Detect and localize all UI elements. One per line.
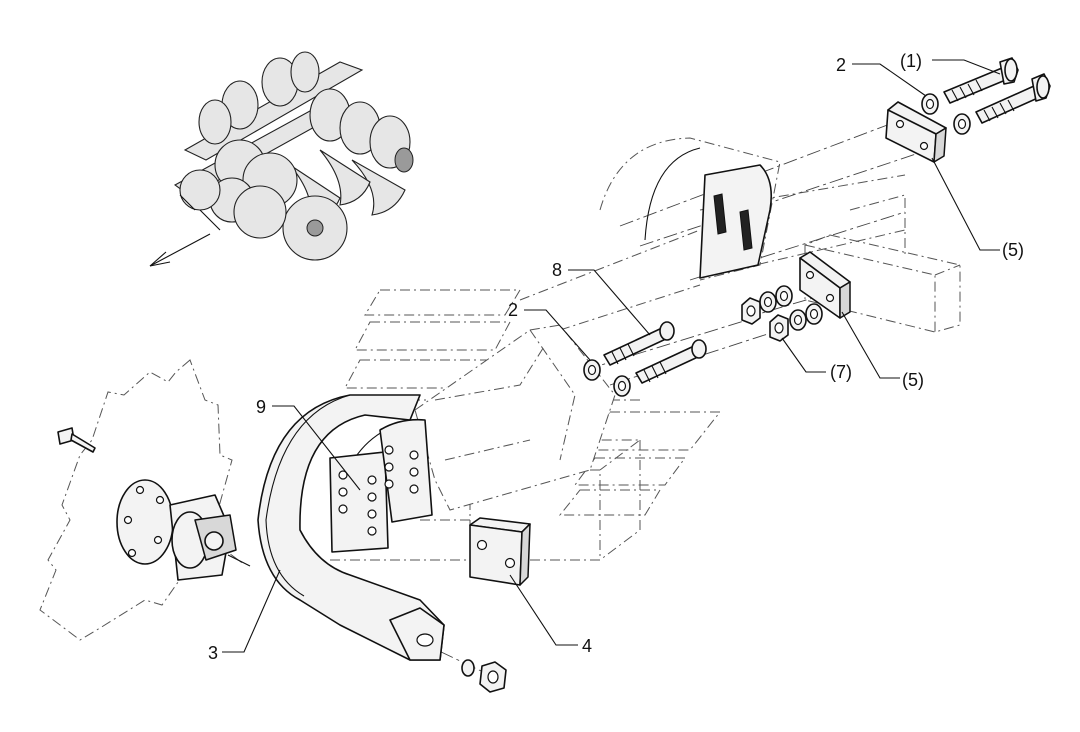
blade-nut-icon (461, 659, 507, 693)
hex-nuts (741, 285, 823, 342)
callout-2-upper: 2 (836, 55, 846, 75)
callout-3: 3 (208, 643, 218, 663)
callout-2-lower: 2 (508, 300, 518, 320)
callout-4: 4 (582, 636, 592, 656)
adapter-plate (329, 418, 433, 553)
travel-direction-arrow (149, 233, 211, 267)
callout-7: (7) (830, 362, 852, 382)
spacer-plate-upper (885, 101, 947, 163)
upper-bolts (943, 57, 1051, 124)
callout-9: 9 (256, 397, 266, 417)
callout-5-upper: (5) (1002, 240, 1024, 260)
clamp-plate (469, 517, 531, 586)
spacer-plate-lower (799, 251, 851, 319)
lower-bolts (603, 321, 707, 384)
callout-1: (1) (900, 51, 922, 71)
disc-blade-ghost (39, 359, 251, 641)
callout-5-lower: (5) (902, 370, 924, 390)
mount-arm (414, 324, 616, 511)
disc-harrow-overview (173, 51, 414, 261)
callout-labels: (1) 2 (5) 8 2 (7) (5) 9 3 4 (208, 51, 1024, 663)
upper-washers (921, 93, 971, 135)
lower-washers (583, 359, 631, 397)
disc-bolt-icon (57, 427, 96, 453)
shield-ghost (519, 137, 781, 331)
callout-8: 8 (552, 260, 562, 280)
leader-lines (222, 59, 1001, 653)
